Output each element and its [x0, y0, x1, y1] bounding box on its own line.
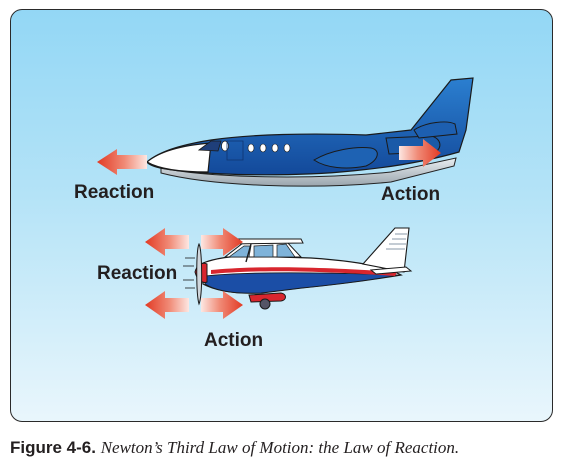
prop-reaction-label: Reaction — [97, 263, 178, 284]
jet-reaction-label: Reaction — [74, 182, 155, 203]
jet-cockpit-window — [197, 140, 222, 152]
jet-belly — [160, 157, 457, 187]
figure-caption: Figure 4-6. Newton’s Third Law of Motion… — [10, 438, 459, 458]
action-arrow-icon — [399, 139, 441, 167]
jet-window — [221, 140, 229, 152]
diagram-canvas — [97, 77, 474, 319]
reaction-arrow-icon — [145, 228, 189, 256]
prop-wing-strut — [245, 243, 252, 263]
prop-side-window — [253, 244, 274, 258]
prop-red-stripe — [211, 267, 397, 276]
prop-motion-lines — [183, 257, 195, 289]
prop-wheel — [259, 298, 271, 310]
prop-rear-window — [276, 243, 296, 258]
propeller-airplane-icon — [183, 227, 413, 310]
reaction-arrow-icon — [145, 291, 189, 319]
action-arrow-icon — [201, 291, 243, 319]
jet-action-label: Action — [381, 184, 441, 205]
diagram-panel: Reaction Action Reaction Action — [10, 9, 553, 422]
figure-caption-text: Newton’s Third Law of Motion: the Law of… — [100, 438, 460, 457]
jet-wing — [313, 147, 378, 169]
prop-lower-blue — [204, 272, 400, 294]
jet-door — [226, 140, 244, 161]
prop-action-label: Action — [204, 330, 264, 351]
jet-cabin-windows — [247, 143, 291, 153]
prop-tail-stripes — [386, 233, 407, 250]
jet-stabilizer — [413, 121, 458, 139]
propeller-blade — [196, 242, 203, 306]
jet-airplane-icon — [145, 77, 474, 187]
figure-number: Figure 4-6. — [10, 438, 96, 457]
reaction-arrow-icon — [97, 149, 147, 175]
prop-tail — [361, 227, 410, 273]
prop-gear-fairing — [248, 292, 286, 303]
prop-stabilizer — [369, 266, 413, 275]
action-arrow-icon — [201, 228, 243, 256]
